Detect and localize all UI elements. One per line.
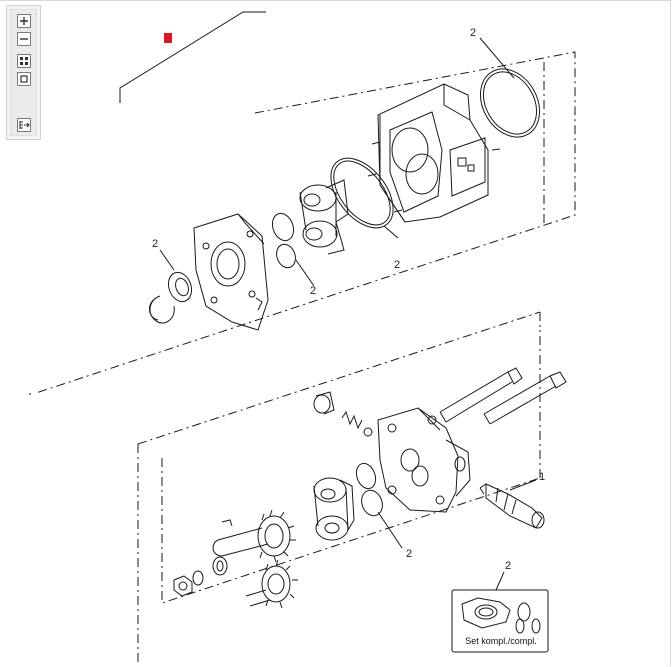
zoom-out-button[interactable] bbox=[17, 32, 31, 46]
check-ball bbox=[363, 427, 373, 437]
bolt-2 bbox=[483, 371, 567, 425]
drive-gear bbox=[212, 509, 296, 563]
hex-nut bbox=[173, 575, 193, 597]
fit-grid-icon bbox=[20, 57, 28, 65]
plug bbox=[313, 394, 331, 414]
callout-seal-kit[interactable]: 2 bbox=[505, 560, 511, 572]
reset-view-button[interactable] bbox=[17, 72, 31, 86]
zoom-out-icon bbox=[20, 38, 28, 40]
callout-seal-lower[interactable]: 2 bbox=[406, 548, 412, 560]
seal-kit-box bbox=[451, 589, 549, 653]
bearing-block-lower bbox=[313, 477, 355, 541]
gasket-ring bbox=[330, 157, 394, 229]
callout-relief-valve[interactable]: 1 bbox=[539, 471, 545, 483]
rear-cover bbox=[377, 407, 471, 513]
bolt-1 bbox=[439, 367, 523, 423]
o-ring-large bbox=[479, 68, 541, 138]
small-seal-ring-upper-2 bbox=[276, 243, 296, 269]
zoom-in-icon bbox=[20, 17, 28, 25]
zoom-in-button[interactable] bbox=[17, 14, 31, 28]
assembly-bracket bbox=[119, 11, 266, 103]
viewer-toolbar bbox=[6, 5, 41, 140]
driven-gear bbox=[245, 559, 298, 609]
export-button[interactable] bbox=[17, 118, 31, 132]
callout-small-seal-upper[interactable]: 2 bbox=[310, 285, 316, 297]
relief-valve bbox=[479, 483, 545, 529]
spring bbox=[341, 410, 363, 430]
callout-gasket[interactable]: 2 bbox=[394, 259, 400, 271]
shaft-seal bbox=[167, 271, 193, 303]
seal-kit-label: Set kompl./compl. bbox=[465, 636, 537, 646]
toolbar-panel bbox=[10, 9, 37, 136]
lower-dashed-boundary bbox=[137, 311, 541, 665]
small-seal-ring-lower bbox=[355, 462, 377, 490]
upper-dashed-boundary bbox=[29, 51, 576, 395]
small-seal-ring-lower-2 bbox=[361, 489, 383, 517]
callout-shaft-seal[interactable]: 2 bbox=[152, 238, 158, 250]
callout-upper-o-ring[interactable]: 2 bbox=[470, 27, 476, 39]
export-icon bbox=[19, 121, 30, 129]
spacer bbox=[212, 556, 228, 576]
small-seal-ring-upper bbox=[271, 212, 295, 242]
bearing-block-upper bbox=[299, 179, 349, 255]
front-cover bbox=[193, 213, 269, 331]
pump-housing bbox=[367, 83, 501, 223]
snap-ring bbox=[149, 295, 175, 324]
fit-grid-button[interactable] bbox=[17, 54, 31, 68]
reset-view-icon bbox=[20, 75, 28, 83]
highlight-marker bbox=[164, 33, 172, 43]
washer bbox=[192, 570, 204, 586]
